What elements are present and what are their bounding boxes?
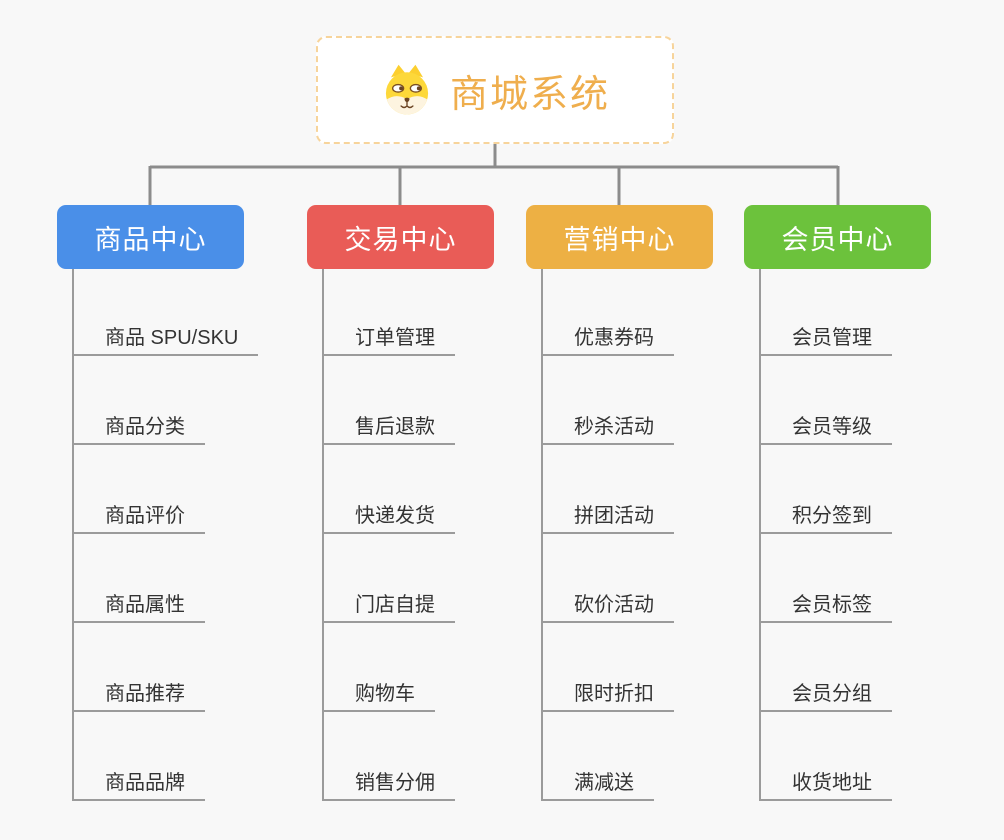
leaf-item[interactable]: 会员等级 [759, 409, 892, 445]
leaf-item[interactable]: 购物车 [322, 676, 435, 712]
dog-face-icon [385, 64, 429, 115]
leaf-item[interactable]: 商品属性 [72, 587, 205, 623]
leaf-item[interactable]: 优惠券码 [541, 320, 674, 356]
leaf-item[interactable]: 会员管理 [759, 320, 892, 356]
root-node[interactable]: 商城系统 [316, 36, 674, 144]
branch-header-product-center[interactable]: 商品中心 [57, 205, 244, 269]
leaf-item[interactable]: 限时折扣 [541, 676, 674, 712]
leaf-item[interactable]: 门店自提 [322, 587, 455, 623]
leaf-item[interactable]: 销售分佣 [322, 765, 455, 801]
branch-spine [541, 269, 543, 799]
branch-header-member-center[interactable]: 会员中心 [744, 205, 931, 269]
leaf-item[interactable]: 商品推荐 [72, 676, 205, 712]
leaf-item[interactable]: 会员分组 [759, 676, 892, 712]
leaf-item[interactable]: 快递发货 [322, 498, 455, 534]
branch-header-marketing-center[interactable]: 营销中心 [526, 205, 713, 269]
leaf-item[interactable]: 商品 SPU/SKU [72, 320, 259, 356]
leaf-item[interactable]: 收货地址 [759, 765, 892, 801]
leaf-item[interactable]: 订单管理 [322, 320, 455, 356]
leaf-item[interactable]: 商品品牌 [72, 765, 205, 801]
leaf-item[interactable]: 秒杀活动 [541, 409, 674, 445]
leaf-item[interactable]: 拼团活动 [541, 498, 674, 534]
branch-spine [759, 269, 761, 799]
leaf-item[interactable]: 商品评价 [72, 498, 205, 534]
leaf-item[interactable]: 砍价活动 [541, 587, 674, 623]
leaf-item[interactable]: 商品分类 [72, 409, 205, 445]
branch-spine [322, 269, 324, 799]
branch-header-trade-center[interactable]: 交易中心 [307, 205, 494, 269]
branch-spine [72, 269, 74, 799]
leaf-item[interactable]: 满减送 [541, 765, 654, 801]
root-title: 商城系统 [449, 73, 610, 116]
leaf-item[interactable]: 积分签到 [759, 498, 892, 534]
leaf-item[interactable]: 会员标签 [759, 587, 892, 623]
leaf-item[interactable]: 售后退款 [322, 409, 455, 445]
